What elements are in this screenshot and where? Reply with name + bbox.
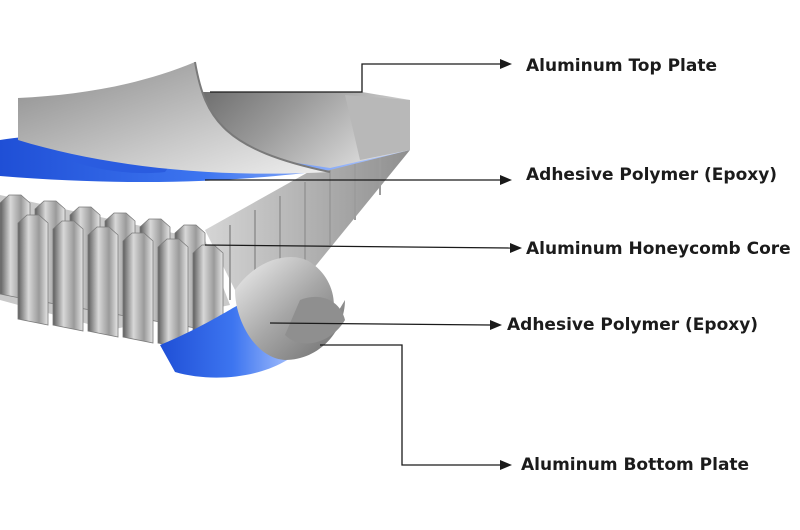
arrowhead-core	[510, 243, 522, 253]
honeycomb-cell	[87, 226, 119, 338]
label-core: Aluminum Honeycomb Core	[526, 239, 791, 259]
honeycomb-cell	[17, 214, 49, 326]
top-plate	[18, 61, 410, 174]
arrowhead-adhesive-bottom	[490, 320, 502, 330]
arrowhead-bottom-plate	[500, 460, 512, 470]
honeycomb-cell	[157, 238, 189, 350]
leader-adhesive-bottom	[269, 322, 491, 326]
label-adhesive-top: Adhesive Polymer (Epoxy)	[526, 165, 778, 185]
label-top-plate: Aluminum Top Plate	[526, 56, 717, 76]
honeycomb-cell	[52, 220, 84, 332]
leader-arrowheads	[490, 59, 522, 470]
arrowhead-adhesive-top	[500, 175, 512, 185]
label-bottom-plate: Aluminum Bottom Plate	[521, 455, 750, 475]
leader-bottom-plate	[320, 344, 500, 466]
honeycomb-cells	[0, 194, 224, 356]
honeycomb-side-face	[205, 150, 410, 300]
leader-top-plate	[210, 63, 500, 93]
leader-lines	[204, 63, 511, 466]
leader-core	[204, 244, 511, 249]
honeycomb-cell	[122, 232, 154, 344]
label-adhesive-bottom: Adhesive Polymer (Epoxy)	[507, 315, 759, 335]
bottom-layers	[160, 257, 345, 378]
arrowhead-top-plate	[500, 59, 512, 69]
honeycomb-core	[0, 194, 230, 356]
